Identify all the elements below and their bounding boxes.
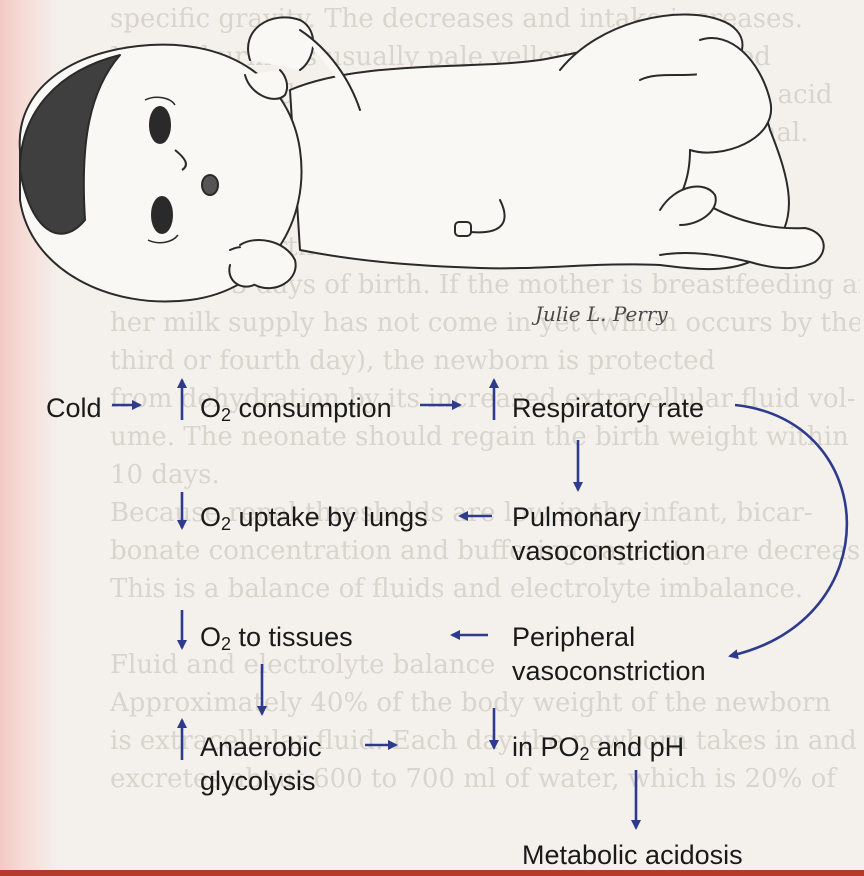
bottom-accent-bar <box>0 870 864 876</box>
curved-arrow-resp-to-peripheral <box>730 405 847 656</box>
